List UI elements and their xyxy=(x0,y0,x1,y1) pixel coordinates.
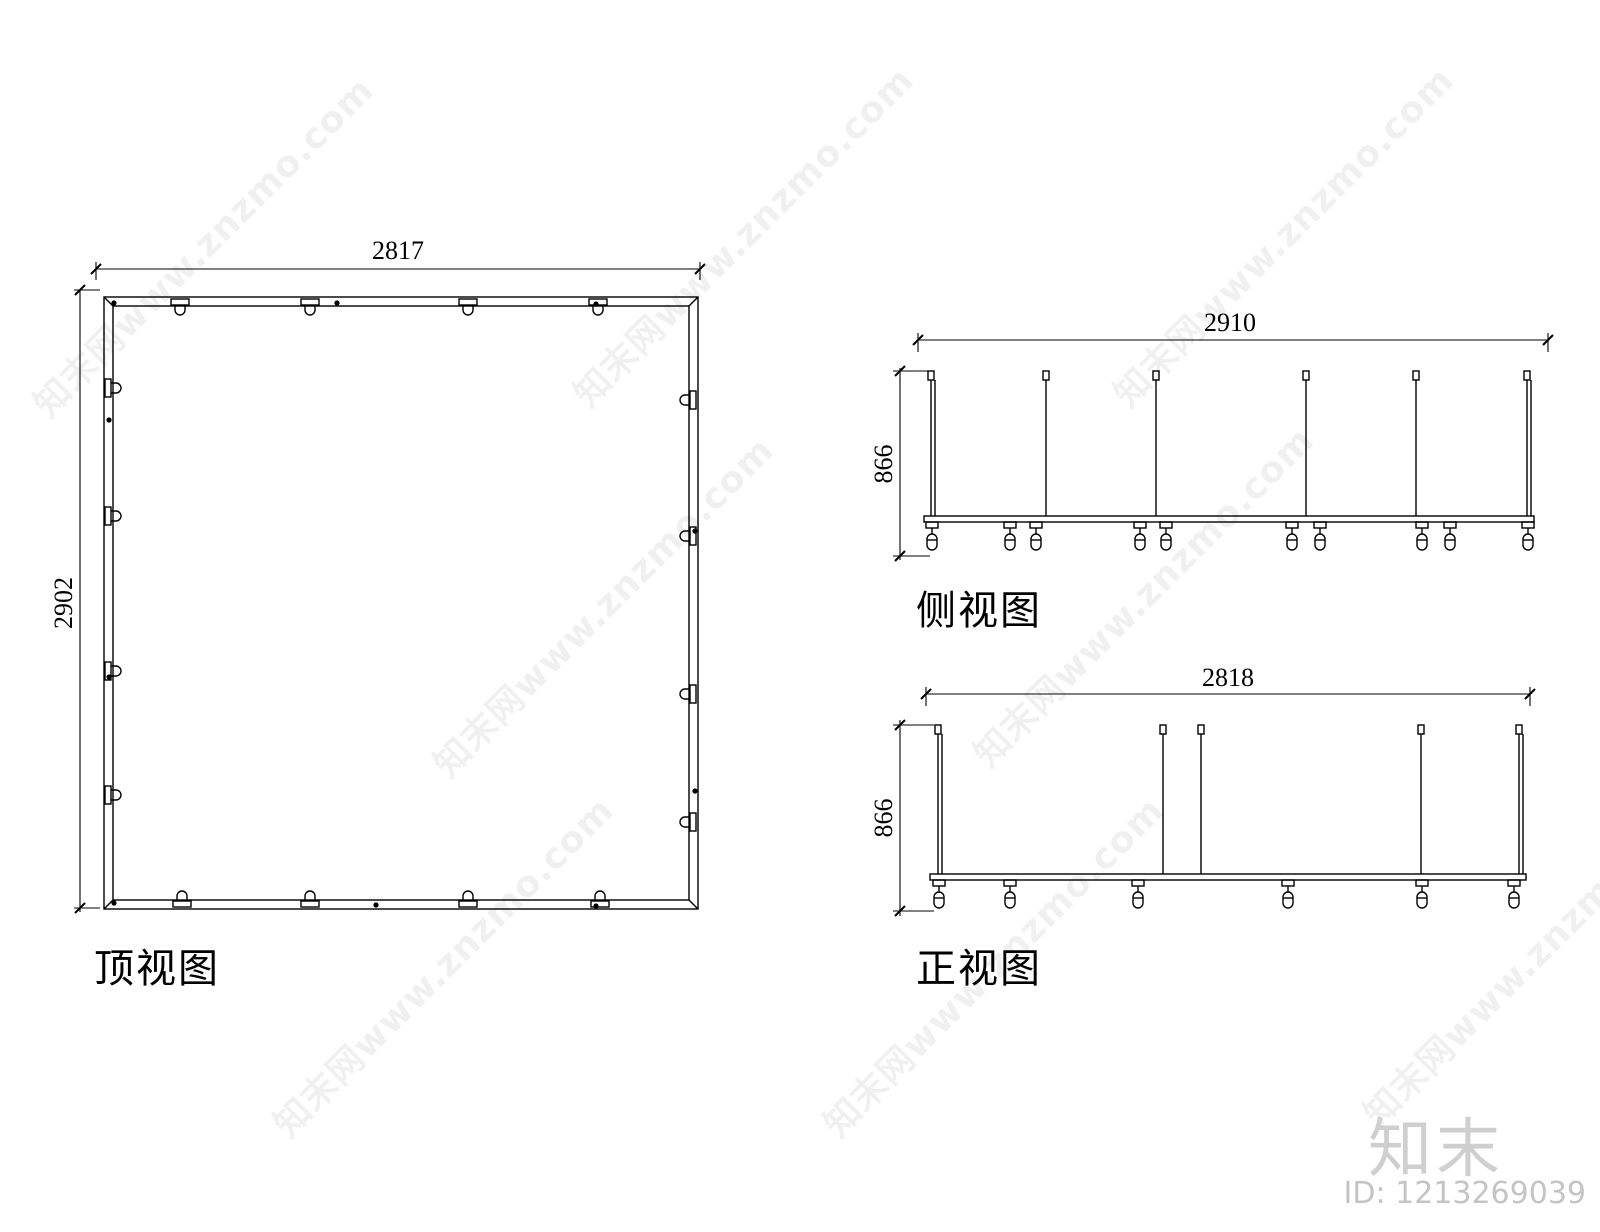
spot-lamp xyxy=(1521,521,1535,551)
fixing-point xyxy=(334,300,340,306)
side-view-drawing: 2910 866 xyxy=(869,308,1554,562)
track-light-clip xyxy=(104,785,122,805)
top-view-width-dimension: 2817 xyxy=(90,236,706,280)
side-view-width-label: 2910 xyxy=(1204,308,1256,337)
track-light-clip xyxy=(679,684,697,704)
top-view-height-label: 2902 xyxy=(49,577,78,629)
side-view-structure xyxy=(923,370,1535,551)
suspension-rod xyxy=(1159,724,1167,874)
top-view-width-label: 2817 xyxy=(372,236,424,265)
spot-lamp xyxy=(1029,521,1043,551)
front-view-width-label: 2818 xyxy=(1202,663,1254,692)
side-view-title: 侧视图 xyxy=(916,588,1042,634)
suspension-rod xyxy=(1302,370,1310,516)
top-view-title: 顶视图 xyxy=(94,946,220,992)
fixing-point xyxy=(106,674,112,680)
spot-lamp xyxy=(1281,879,1295,909)
track-rail xyxy=(929,873,1527,881)
track-light-clip xyxy=(588,298,608,316)
spot-lamp xyxy=(1159,521,1173,551)
track-light-clip xyxy=(458,298,478,316)
spot-lamp xyxy=(1415,521,1429,551)
suspension-rod xyxy=(934,724,943,874)
side-view-height-label: 866 xyxy=(869,445,898,484)
track-light-clip xyxy=(590,890,610,908)
fixing-point xyxy=(106,417,112,423)
spot-lamp xyxy=(1133,521,1147,551)
suspension-rod xyxy=(1417,724,1425,874)
suspension-rod xyxy=(1042,370,1050,516)
front-view-title: 正视图 xyxy=(916,946,1042,992)
fixing-point xyxy=(111,900,117,906)
track-light-clip xyxy=(679,390,697,410)
front-view-height-dimension: 866 xyxy=(869,719,934,917)
front-view-structure xyxy=(929,724,1527,909)
spot-lamp xyxy=(1285,521,1299,551)
suspension-rod xyxy=(927,370,936,516)
spot-lamp xyxy=(925,521,939,551)
front-view-drawing: 2818 866 xyxy=(869,663,1536,917)
spot-lamp xyxy=(1313,521,1327,551)
spot-lamp xyxy=(1003,879,1017,909)
fixing-point xyxy=(692,788,698,794)
fixing-point xyxy=(593,301,599,307)
top-view-frame xyxy=(103,296,699,910)
track-light-clip xyxy=(104,506,122,526)
track-light-clip xyxy=(458,890,478,908)
spot-lamp xyxy=(1003,521,1017,551)
spot-lamp xyxy=(1443,521,1457,551)
suspension-rod xyxy=(1523,370,1532,516)
spot-lamp xyxy=(1507,879,1521,909)
spot-lamp xyxy=(1415,879,1429,909)
track-light-clip xyxy=(172,890,192,908)
fixing-point xyxy=(373,902,379,908)
spot-lamp xyxy=(1131,879,1145,909)
track-light-clip xyxy=(679,812,697,832)
track-light-clip xyxy=(104,661,122,681)
brand-logo: 知末 xyxy=(1368,1113,1504,1187)
track-light-clip xyxy=(104,378,122,398)
fixing-point xyxy=(692,528,698,534)
side-view-width-dimension: 2910 xyxy=(912,308,1554,352)
spot-lamp xyxy=(932,879,946,909)
image-id: ID: 1213269039 xyxy=(1343,1176,1586,1211)
suspension-rod xyxy=(1515,724,1524,874)
track-light-clip xyxy=(300,298,320,316)
suspension-rod xyxy=(1197,724,1205,874)
side-view-height-dimension: 866 xyxy=(869,365,930,562)
track-rail xyxy=(923,515,1535,523)
top-view-fixtures xyxy=(104,298,698,909)
suspension-rod xyxy=(1152,370,1160,516)
track-light-clip xyxy=(300,890,320,908)
top-view-height-dimension: 2902 xyxy=(49,284,100,914)
front-view-width-dimension: 2818 xyxy=(920,663,1536,706)
front-view-height-label: 866 xyxy=(869,799,898,838)
top-view-drawing: 2817 2902 xyxy=(49,236,706,914)
suspension-rod xyxy=(1412,370,1420,516)
fixing-point xyxy=(111,300,117,306)
track-light-clip xyxy=(679,526,697,546)
fixing-point xyxy=(593,903,599,909)
track-light-clip xyxy=(170,298,190,316)
